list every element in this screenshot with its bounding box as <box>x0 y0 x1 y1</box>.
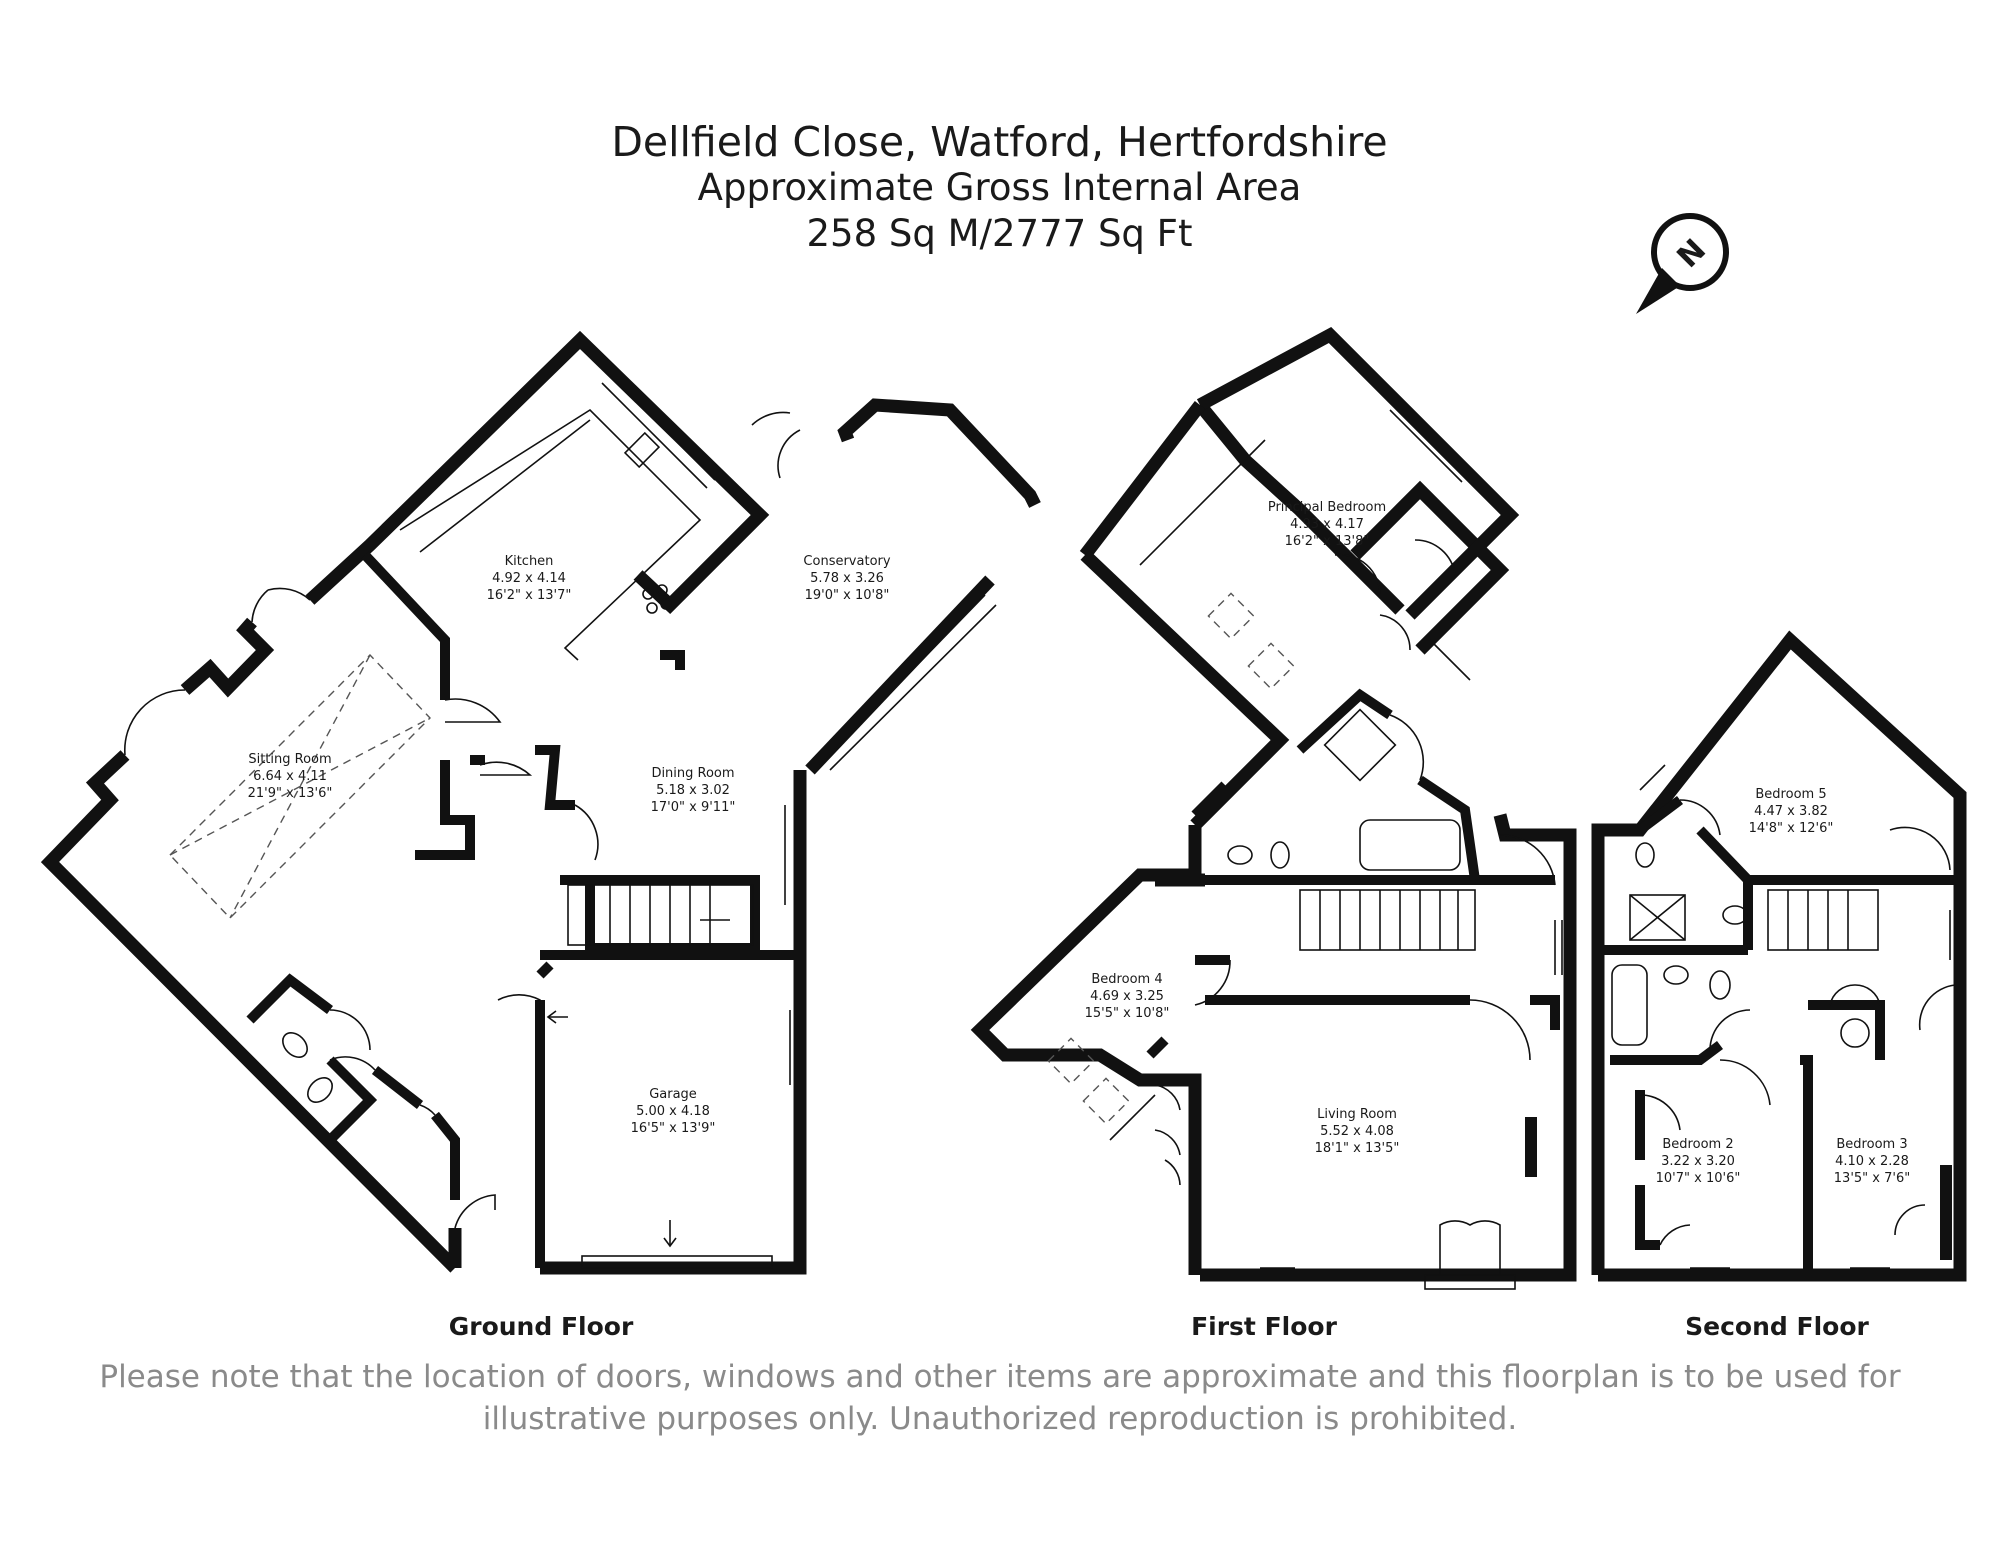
dining-room-metric: 5.18 x 3.02 <box>656 783 730 798</box>
first-floor-label: First Floor <box>1191 1312 1337 1341</box>
disclaimer-text: Please note that the location of doors, … <box>99 1359 1901 1437</box>
room-label-kitchen: Kitchen 4.92 x 4.14 16'2" x 13'7" <box>487 554 572 603</box>
living-room-imperial: 18'1" x 13'5" <box>1315 1141 1400 1156</box>
bedroom-5-imperial: 14'8" x 12'6" <box>1749 821 1834 836</box>
area-caption: Approximate Gross Internal Area <box>697 166 1302 209</box>
principal-bedroom-metric: 4.93 x 4.17 <box>1290 517 1364 532</box>
room-label-bedroom-3: Bedroom 3 4.10 x 2.28 13'5" x 7'6" <box>1834 1137 1910 1186</box>
bedroom-4-name: Bedroom 4 <box>1091 972 1162 987</box>
bedroom-3-metric: 4.10 x 2.28 <box>1835 1154 1909 1169</box>
sitting-room-imperial: 21'9" x 13'6" <box>248 786 333 801</box>
room-label-garage: Garage 5.00 x 4.18 16'5" x 13'9" <box>631 1087 716 1136</box>
dining-room-imperial: 17'0" x 9'11" <box>651 800 736 815</box>
conservatory-name: Conservatory <box>803 554 890 569</box>
room-label-dining-room: Dining Room 5.18 x 3.02 17'0" x 9'11" <box>651 766 736 815</box>
first-floor-plan <box>970 326 1577 1290</box>
room-label-sitting-room: Sitting Room 6.64 x 4.11 21'9" x 13'6" <box>248 752 333 801</box>
bedroom-5-name: Bedroom 5 <box>1755 787 1826 802</box>
kitchen-metric: 4.92 x 4.14 <box>492 571 566 586</box>
north-compass-icon: N <box>1636 213 1729 314</box>
compass-letter: N <box>1671 233 1714 276</box>
property-address: Dellfield Close, Watford, Hertfordshire <box>611 118 1388 166</box>
bedroom-2-name: Bedroom 2 <box>1662 1137 1733 1152</box>
garage-imperial: 16'5" x 13'9" <box>631 1121 716 1136</box>
room-label-principal-bedroom: Principal Bedroom 4.93 x 4.17 16'2" x 13… <box>1268 500 1386 549</box>
sitting-room-metric: 6.64 x 4.11 <box>253 769 327 784</box>
garage-metric: 5.00 x 4.18 <box>636 1104 710 1119</box>
room-label-bedroom-5: Bedroom 5 4.47 x 3.82 14'8" x 12'6" <box>1749 787 1834 836</box>
bedroom-4-metric: 4.69 x 3.25 <box>1090 989 1164 1004</box>
dining-room-name: Dining Room <box>651 766 734 781</box>
room-label-bedroom-2: Bedroom 2 3.22 x 3.20 10'7" x 10'6" <box>1656 1137 1741 1186</box>
second-floor-label: Second Floor <box>1685 1312 1869 1341</box>
ground-floor-label: Ground Floor <box>448 1312 634 1341</box>
conservatory-imperial: 19'0" x 10'8" <box>805 588 890 603</box>
ground-floor-plan <box>40 330 1041 1275</box>
second-floor-plan <box>1591 630 1967 1282</box>
garage-name: Garage <box>649 1087 697 1102</box>
sitting-room-name: Sitting Room <box>248 752 331 767</box>
kitchen-imperial: 16'2" x 13'7" <box>487 588 572 603</box>
bedroom-3-imperial: 13'5" x 7'6" <box>1834 1171 1910 1186</box>
principal-bedroom-imperial: 16'2" x 13'8" <box>1285 534 1370 549</box>
room-label-bedroom-4: Bedroom 4 4.69 x 3.25 15'5" x 10'8" <box>1085 972 1170 1021</box>
bedroom-4-imperial: 15'5" x 10'8" <box>1085 1006 1170 1021</box>
living-room-metric: 5.52 x 4.08 <box>1320 1124 1394 1139</box>
living-room-name: Living Room <box>1317 1107 1397 1122</box>
bedroom-3-name: Bedroom 3 <box>1836 1137 1907 1152</box>
conservatory-metric: 5.78 x 3.26 <box>810 571 884 586</box>
room-label-conservatory: Conservatory 5.78 x 3.26 19'0" x 10'8" <box>803 554 890 603</box>
kitchen-name: Kitchen <box>505 554 554 569</box>
bedroom-2-metric: 3.22 x 3.20 <box>1661 1154 1735 1169</box>
bedroom-5-metric: 4.47 x 3.82 <box>1754 804 1828 819</box>
room-label-living-room: Living Room 5.52 x 4.08 18'1" x 13'5" <box>1315 1107 1400 1156</box>
bedroom-2-imperial: 10'7" x 10'6" <box>1656 1171 1741 1186</box>
area-value: 258 Sq M/2777 Sq Ft <box>806 212 1193 255</box>
principal-bedroom-name: Principal Bedroom <box>1268 500 1386 515</box>
